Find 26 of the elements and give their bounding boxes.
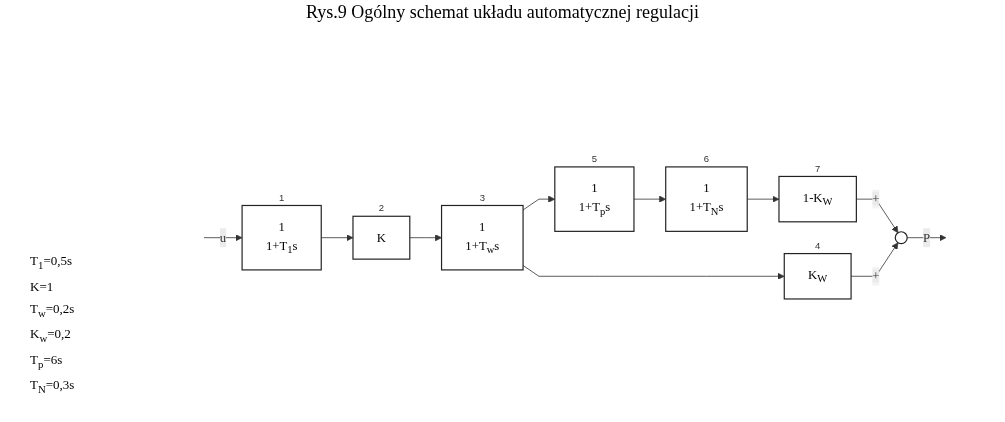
block-number: 5 (591, 153, 598, 165)
parameter-value: K$_{w}$=0,2 (30, 325, 72, 346)
parameter-value: T$_{w}$=0,2s (30, 299, 75, 321)
parameter-value: T$_{N}$=0,3s (30, 376, 75, 397)
node-box: K (352, 215, 411, 260)
node-box: 1 1+T$_{w}$s (440, 204, 524, 271)
block-number: 4 (815, 239, 821, 251)
edge-label: + (872, 191, 880, 206)
block-number: 3 (479, 191, 485, 203)
node-box: 1-K$_{W}$ (778, 175, 857, 223)
parameter-value: T$_{1}$=0,5s (30, 252, 73, 273)
parameter-value: T$_{p}$=6s (30, 350, 64, 372)
node-box: 1 1+T$_{p}$s (554, 166, 635, 232)
node-box: 1 1+T$_{N}$s (665, 166, 748, 232)
node-circle (894, 231, 908, 245)
block-number: 7 (815, 162, 821, 174)
edge-label: P (923, 230, 931, 245)
edge-label: + (872, 269, 880, 283)
diagram-title: Rys.9 Ogólny schemat układu automatycznej regulacji (304, 2, 701, 23)
block-number: 1 (279, 191, 285, 203)
edge-label: u (219, 230, 227, 245)
node-box: K$_{W}$ (783, 253, 852, 300)
block-number: 2 (378, 202, 385, 214)
parameter-value: K=1 (30, 277, 55, 296)
block-number: 6 (703, 153, 710, 165)
node-box: 1 1+T$_{1}$s (241, 204, 322, 271)
